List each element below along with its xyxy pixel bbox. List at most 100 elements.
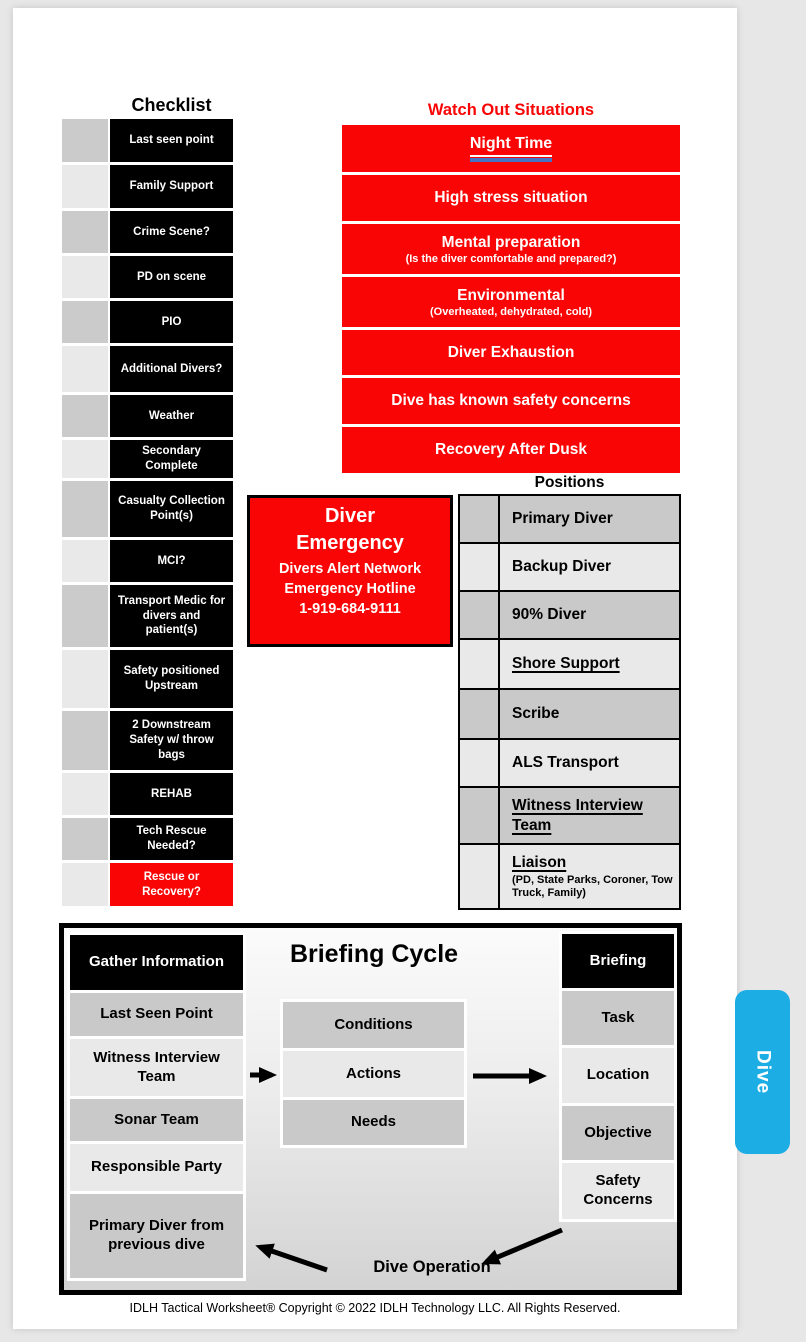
checkbox[interactable] — [460, 845, 500, 908]
position-label: ALS Transport — [500, 740, 679, 786]
position-row: Shore Support — [460, 640, 679, 690]
watch-out-item-label: Night Time — [469, 135, 553, 157]
checkbox[interactable] — [62, 346, 108, 392]
checklist-item-label: Casualty Collection Point(s) — [110, 481, 233, 537]
position-label: Witness Interview Team — [500, 788, 679, 843]
checkbox[interactable] — [460, 740, 500, 786]
watch-out-item-label: Mental preparation — [441, 233, 581, 251]
diver-emergency-line: Emergency Hotline — [284, 581, 416, 597]
checkbox[interactable] — [62, 165, 108, 208]
checklist-row: Casualty Collection Point(s) — [62, 481, 233, 537]
dive-side-tab[interactable]: Dive — [735, 990, 790, 1154]
checkbox[interactable] — [62, 395, 108, 437]
briefing-column: Briefing Task Location Objective Safety … — [559, 931, 677, 1222]
position-label: 90% Diver — [500, 592, 679, 638]
briefing-header: Briefing — [562, 934, 674, 988]
checklist-item-label: PIO — [110, 301, 233, 343]
watch-out-list: Night Time High stress situation Mental … — [342, 125, 680, 476]
watch-out-item-label: High stress situation — [434, 189, 588, 206]
checklist-row: REHAB — [62, 773, 233, 815]
checklist-item-label: Additional Divers? — [110, 346, 233, 392]
checkbox[interactable] — [62, 711, 108, 770]
briefing-item: Task — [562, 991, 674, 1045]
checklist-item-label: Last seen point — [110, 119, 233, 162]
checklist-row: 2 Downstream Safety w/ throw bags — [62, 711, 233, 770]
watch-out-item: Diver Exhaustion — [342, 330, 680, 375]
checkbox[interactable] — [460, 690, 500, 738]
position-row: Primary Diver — [460, 496, 679, 544]
checkbox[interactable] — [62, 440, 108, 478]
checkbox[interactable] — [460, 544, 500, 590]
briefing-cycle-panel: Briefing Cycle Gather Information Last S… — [59, 923, 682, 1295]
checkbox[interactable] — [62, 585, 108, 647]
gather-item: Witness Interview Team — [70, 1039, 243, 1096]
checkbox[interactable] — [460, 496, 500, 542]
checkbox[interactable] — [460, 640, 500, 688]
checklist-item-label: Transport Medic for divers and patient(s… — [110, 585, 233, 647]
checkbox[interactable] — [62, 301, 108, 343]
briefing-item: Location — [562, 1048, 674, 1103]
checkbox[interactable] — [460, 592, 500, 638]
checkbox[interactable] — [62, 540, 108, 582]
watch-out-item: Environmental (Overheated, dehydrated, c… — [342, 277, 680, 327]
position-label: Scribe — [500, 690, 679, 738]
position-row: Witness Interview Team — [460, 788, 679, 845]
watch-out-item: Dive has known safety concerns — [342, 378, 680, 424]
position-row: Backup Diver — [460, 544, 679, 592]
gather-item: Last Seen Point — [70, 993, 243, 1036]
position-label-text: 90% Diver — [512, 606, 587, 624]
watch-out-item-label: Dive has known safety concerns — [391, 392, 631, 409]
middle-item: Actions — [283, 1051, 464, 1097]
conditions-actions-needs-column: Conditions Actions Needs — [280, 999, 467, 1148]
checklist-item-label: 2 Downstream Safety w/ throw bags — [110, 711, 233, 770]
checkbox[interactable] — [62, 650, 108, 708]
watch-out-item: Recovery After Dusk — [342, 427, 680, 473]
checklist-item-label: Tech Rescue Needed? — [110, 818, 233, 860]
position-label-text: Scribe — [512, 705, 560, 723]
checklist-row: PD on scene — [62, 256, 233, 298]
position-label: Backup Diver — [500, 544, 679, 590]
checklist-item-label: Safety positioned Upstream — [110, 650, 233, 708]
checkbox[interactable] — [460, 788, 500, 843]
checkbox[interactable] — [62, 818, 108, 860]
gather-information-header: Gather Information — [70, 935, 243, 990]
checkbox[interactable] — [62, 863, 108, 906]
checkbox[interactable] — [62, 481, 108, 537]
night-time-link[interactable]: Night Time — [469, 135, 553, 162]
briefing-cycle-title: Briefing Cycle — [289, 940, 459, 968]
watch-out-item-night-time[interactable]: Night Time — [342, 125, 680, 172]
position-row: Liaison (PD, State Parks, Coroner, Tow T… — [460, 845, 679, 908]
position-label-text: Primary Diver — [512, 510, 613, 528]
position-link-witness-interview-team[interactable]: Witness Interview Team — [512, 797, 643, 834]
watch-out-title: Watch Out Situations — [427, 101, 595, 119]
watch-out-item: Mental preparation (Is the diver comfort… — [342, 224, 680, 274]
diver-emergency-hotline-number: 1-919-684-9111 — [299, 601, 401, 617]
position-link-liaison[interactable]: Liaison — [512, 853, 567, 871]
checklist-item-label: Crime Scene? — [110, 211, 233, 253]
checklist: Last seen point Family Support Crime Sce… — [62, 119, 233, 909]
checklist-item-label: Rescue or Recovery? — [110, 863, 233, 906]
position-row: 90% Diver — [460, 592, 679, 640]
diver-emergency-line: Divers Alert Network — [278, 561, 422, 577]
checkbox[interactable] — [62, 119, 108, 162]
watch-out-item-label: Diver Exhaustion — [447, 343, 575, 361]
checkbox[interactable] — [62, 773, 108, 815]
gather-information-column: Gather Information Last Seen Point Witne… — [67, 932, 246, 1281]
checkbox[interactable] — [62, 211, 108, 253]
watch-out-item-sublabel: (Overheated, dehydrated, cold) — [430, 305, 592, 318]
checklist-item-label: REHAB — [110, 773, 233, 815]
position-link-shore-support[interactable]: Shore Support — [512, 655, 620, 673]
position-label-text: Backup Diver — [512, 558, 612, 576]
dive-side-tab-label: Dive — [752, 1049, 774, 1095]
position-row: ALS Transport — [460, 740, 679, 788]
position-label: Shore Support — [500, 640, 679, 688]
watch-out-item: High stress situation — [342, 175, 680, 221]
checklist-row: Family Support — [62, 165, 233, 208]
watch-out-item-label: Recovery After Dusk — [435, 441, 587, 458]
checklist-row: Tech Rescue Needed? — [62, 818, 233, 860]
watch-out-item-sublabel: (Is the diver comfortable and prepared?) — [405, 252, 617, 265]
position-label: Primary Diver — [500, 496, 679, 542]
position-label-text: ALS Transport — [512, 754, 619, 772]
positions-title: Positions — [534, 474, 605, 491]
checkbox[interactable] — [62, 256, 108, 298]
